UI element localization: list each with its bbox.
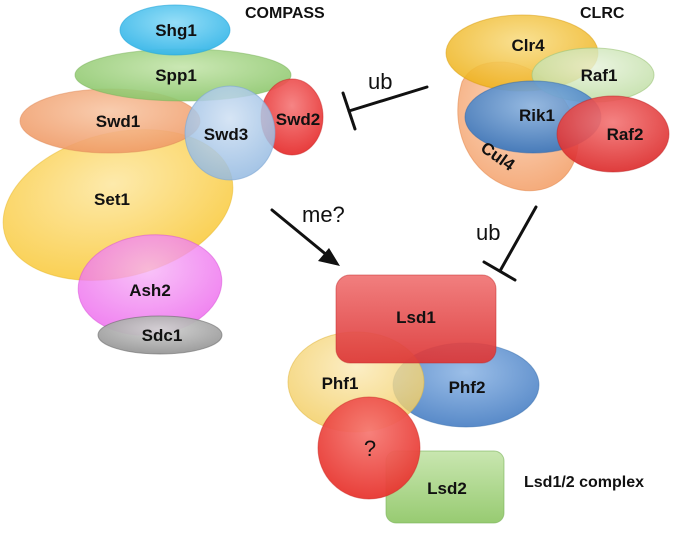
shg1-shape — [119, 4, 231, 56]
swd1-label: Swd1 — [96, 112, 140, 131]
rik1-label: Rik1 — [519, 106, 555, 125]
methylation-arrow-head — [318, 248, 340, 266]
swd3-label: Swd3 — [204, 125, 248, 144]
sdc1-shape — [97, 315, 223, 355]
me-label: me? — [302, 202, 345, 227]
unknown-subunit-label: ? — [364, 436, 376, 461]
compass-to-lsd-arrow: me? — [270, 202, 345, 266]
raf1-label: Raf1 — [581, 66, 618, 85]
spp1-label: Spp1 — [155, 66, 197, 85]
shg1-label: Shg1 — [155, 21, 197, 40]
clrc-to-lsd-inhibition: ub — [476, 205, 538, 282]
swd2-label: Swd2 — [276, 110, 320, 129]
compass-title: COMPASS — [245, 5, 325, 22]
clrc-title: CLRC — [580, 5, 625, 22]
methylation-arrow-line — [270, 208, 330, 258]
lsd2-label: Lsd2 — [427, 479, 467, 498]
clr4-label: Clr4 — [511, 36, 545, 55]
phf2-label: Phf2 — [449, 378, 486, 397]
swd3-shape — [184, 85, 276, 181]
compass-complex: COMPASS Shg1 Spp1 Swd1 Swd3 Swd2 Set1 As… — [2, 4, 325, 355]
ub-label-bottom: ub — [476, 220, 500, 245]
lsd1-label: Lsd1 — [396, 308, 436, 327]
inhibition-line — [347, 85, 429, 113]
raf2-label: Raf2 — [607, 125, 644, 144]
inhibition-line-lower — [498, 205, 538, 273]
clrc-to-compass-inhibition: ub — [341, 69, 429, 131]
clrc-complex: CLRC Clr4 Raf1 Rik1 Raf2 Cul4 — [445, 5, 670, 192]
sdc1-label: Sdc1 — [142, 326, 183, 345]
inhibition-bar-lower — [482, 260, 517, 282]
unknown-subunit-shape — [317, 396, 421, 500]
ub-label-top: ub — [368, 69, 392, 94]
lsd1-shape — [335, 274, 497, 364]
set1-label: Set1 — [94, 190, 130, 209]
ash2-label: Ash2 — [129, 281, 171, 300]
phf1-label: Phf1 — [322, 374, 359, 393]
inhibition-bar — [341, 91, 357, 131]
lsd-complex-title: Lsd1/2 complex — [524, 474, 644, 491]
lsd-complex: Lsd1 Phf1 Phf2 ? Lsd2 Lsd1/2 complex — [287, 274, 644, 524]
raf2-shape — [556, 95, 670, 173]
